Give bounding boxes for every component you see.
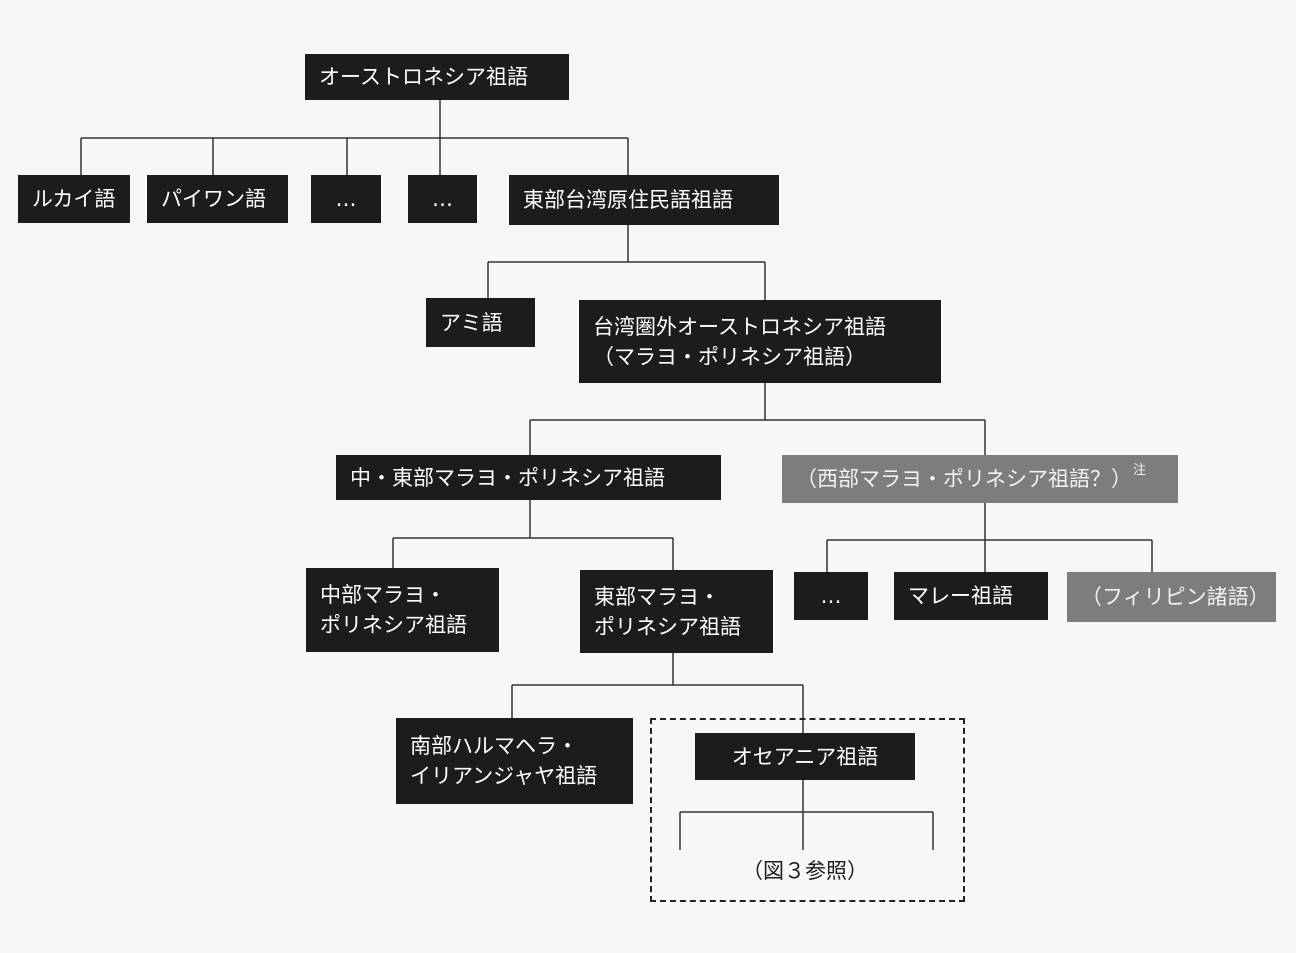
node-proto-malay: マレー祖語: [894, 572, 1048, 620]
node-label: 中・東部マラヨ・ポリネシア祖語: [350, 465, 665, 490]
node-label-line-1: 東部マラヨ・: [594, 584, 720, 609]
node-rukai: ルカイ語: [18, 175, 130, 223]
node-malayo-polynesian: 台湾圏外オーストロネシア祖語 （マラヨ・ポリネシア祖語）: [579, 300, 941, 383]
note-label: （図３参照）: [742, 859, 868, 883]
oceanic-dashed-frame: [650, 718, 965, 902]
node-proto-austronesian: オーストロネシア祖語: [305, 54, 569, 100]
node-philippine: （フィリピン諸語）: [1067, 572, 1276, 622]
node-label: …: [432, 187, 453, 211]
node-western-mp: （西部マラヨ・ポリネシア祖語？）注: [782, 455, 1178, 503]
node-label-line-2: ポリネシア祖語: [320, 613, 467, 637]
see-figure-3-note: （図３参照）: [740, 856, 870, 886]
node-label: （フィリピン諸語）: [1081, 585, 1270, 609]
node-central-eastern-mp: 中・東部マラヨ・ポリネシア祖語: [336, 455, 721, 500]
node-label: 東部台湾原住民語祖語: [523, 188, 733, 212]
node-label-line-2: ポリネシア祖語: [594, 614, 741, 639]
node-label: アミ語: [440, 310, 503, 335]
node-eastern-mp: 東部マラヨ・ ポリネシア祖語: [580, 570, 773, 653]
node-shh-wng: 南部ハルマヘラ・ イリアンジャヤ祖語: [396, 718, 633, 804]
node-paiwan: パイワン語: [147, 175, 288, 223]
node-central-mp: 中部マラヨ・ ポリネシア祖語: [306, 568, 499, 652]
node-label: …: [820, 584, 842, 608]
node-proto-oceanic: オセアニア祖語: [695, 733, 915, 780]
footnote-mark: 注: [1133, 463, 1147, 478]
node-label-line-2: （マラヨ・ポリネシア祖語）: [593, 344, 866, 369]
node-label-line-1: 中部マラヨ・: [320, 583, 446, 607]
node-label: マレー祖語: [908, 584, 1013, 608]
node-label: ルカイ語: [32, 187, 116, 211]
node-label: オーストロネシア祖語: [319, 65, 528, 89]
node-label-line-1: 台湾圏外オーストロネシア祖語: [593, 314, 886, 339]
node-east-formosan: 東部台湾原住民語祖語: [509, 175, 779, 225]
node-ellipsis-1: …: [311, 175, 381, 223]
node-label: …: [335, 187, 357, 211]
node-label: オセアニア祖語: [731, 744, 879, 769]
node-label-line-1: 南部ハルマヘラ・: [410, 734, 578, 758]
node-label-line-2: イリアンジャヤ祖語: [410, 764, 598, 788]
node-label: パイワン語: [161, 187, 266, 211]
node-ellipsis-3: …: [794, 572, 868, 620]
node-label: （西部マラヨ・ポリネシア祖語？）: [796, 467, 1132, 491]
node-label-wrap: （西部マラヨ・ポリネシア祖語？）注: [796, 464, 1146, 494]
node-amis: アミ語: [426, 298, 535, 347]
node-ellipsis-2: …: [408, 175, 477, 223]
